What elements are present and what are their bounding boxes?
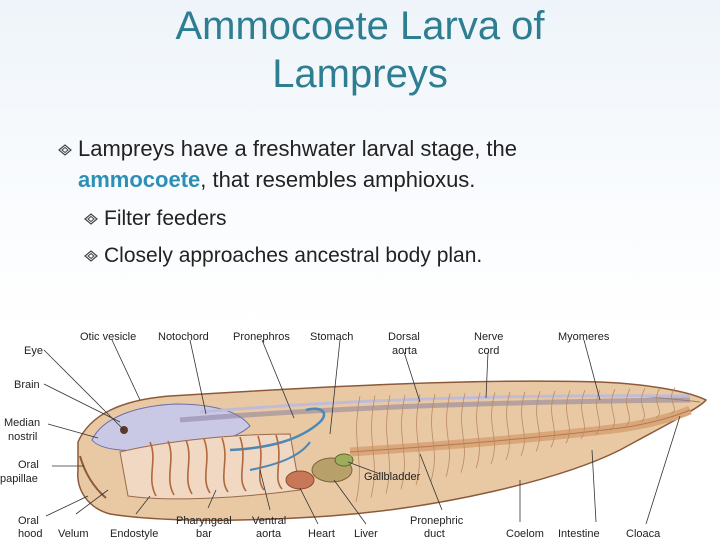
myomere-line — [565, 390, 571, 444]
myomere-line — [670, 387, 676, 415]
gill-bar — [167, 440, 175, 496]
main-bullet-text-1: Lampreys have a freshwater larval stage,… — [78, 136, 518, 161]
myomere-line — [415, 394, 421, 486]
label-oral-hood-1: Oral — [18, 515, 39, 527]
bullet-icon — [84, 250, 98, 263]
myomere-line — [355, 395, 361, 503]
main-bullet: Lampreys have a freshwater larval stage,… — [58, 134, 698, 164]
label-median-nostril-2: nostril — [8, 431, 37, 443]
sub-bullet-2: Closely approaches ancestral body plan. — [84, 241, 482, 271]
gill-bar — [239, 436, 247, 492]
label-myomeres: Myomeres — [558, 331, 610, 343]
label-oral-papillae-1: Oral — [18, 459, 39, 471]
sub-bullet-2-text: Closely approaches ancestral body plan. — [104, 244, 483, 267]
leader-lines — [43, 339, 681, 525]
larva-body — [77, 380, 708, 522]
label-ventral-aorta-1: Ventral — [252, 515, 286, 527]
myomere-line — [550, 390, 556, 448]
pharyngeal-bars — [149, 434, 283, 497]
gill-bar — [257, 435, 265, 491]
myomere-line — [535, 391, 541, 452]
label-pharyngeal-bar-1: Pharyngeal — [176, 515, 232, 527]
label-dorsal-aorta-2: aorta — [392, 345, 418, 357]
myomere-line — [490, 392, 496, 465]
label-stomach: Stomach — [310, 331, 353, 343]
label-pronephric-duct-1: Pronephric — [410, 515, 464, 527]
myomere-line — [430, 393, 436, 482]
myomere-line — [640, 388, 646, 423]
label-pronephric-duct-2: duct — [424, 528, 445, 540]
keyword-ammocoete: ammocoete — [78, 167, 201, 192]
bullet-icon — [84, 213, 98, 226]
myomere-segments — [355, 387, 676, 503]
title-line-1: Ammocoete Larva of — [175, 4, 545, 48]
label-ventral-aorta-2: aorta — [256, 528, 282, 540]
main-bullet-text-2: , that resembles amphioxus. — [200, 167, 476, 192]
myomere-line — [400, 394, 406, 490]
label-gallbladder: Gallbladder — [364, 471, 421, 483]
label-pharyngeal-bar-2: bar — [196, 528, 212, 540]
gill-bar — [275, 434, 283, 490]
myomere-line — [475, 392, 481, 469]
label-brain: Brain — [14, 379, 40, 391]
label-coelom: Coelom — [506, 528, 544, 540]
myomere-line — [445, 393, 451, 477]
label-velum: Velum — [58, 528, 89, 540]
myomere-line — [520, 391, 526, 456]
label-intestine: Intestine — [558, 528, 600, 540]
slide-title: Ammocoete Larva of Lampreys — [0, 2, 720, 98]
label-oral-papillae-2: papillae — [0, 473, 38, 485]
label-liver: Liver — [354, 528, 378, 540]
label-heart: Heart — [308, 528, 335, 540]
label-pronephros: Pronephros — [233, 331, 290, 343]
title-line-2: Lampreys — [272, 52, 448, 96]
myomere-line — [385, 395, 391, 494]
myomere-line — [655, 387, 661, 419]
myomere-line — [460, 393, 466, 473]
label-dorsal-aorta-1: Dorsal — [388, 331, 420, 343]
gill-bar — [221, 437, 229, 493]
label-cloaca: Cloaca — [626, 528, 661, 540]
gill-bar — [149, 441, 157, 497]
myomere-line — [370, 395, 376, 498]
label-oral-hood-2: hood — [18, 528, 42, 540]
label-notochord: Notochord — [158, 331, 209, 343]
myomere-line — [625, 388, 631, 427]
gill-bar — [185, 439, 193, 495]
myomere-line — [580, 389, 586, 440]
label-nerve-cord-2: cord — [478, 345, 499, 357]
slide-background — [0, 0, 720, 330]
sub-bullet-1-text: Filter feeders — [104, 207, 227, 230]
ammocoete-diagram: Otic vesicle Notochord Pronephros Stomac… — [0, 330, 720, 540]
main-bullet-continued: ammocoete, that resembles amphioxus. — [78, 165, 475, 195]
label-endostyle: Endostyle — [110, 528, 158, 540]
label-otic-vesicle: Otic vesicle — [80, 331, 136, 343]
bullet-icon — [58, 144, 72, 156]
label-nerve-cord-1: Nerve — [474, 331, 503, 343]
myomere-line — [610, 389, 616, 431]
label-median-nostril-1: Median — [4, 417, 40, 429]
sub-bullet-1: Filter feeders — [84, 204, 227, 234]
label-eye: Eye — [24, 345, 43, 357]
gill-bar — [203, 438, 211, 494]
myomere-line — [505, 391, 511, 461]
